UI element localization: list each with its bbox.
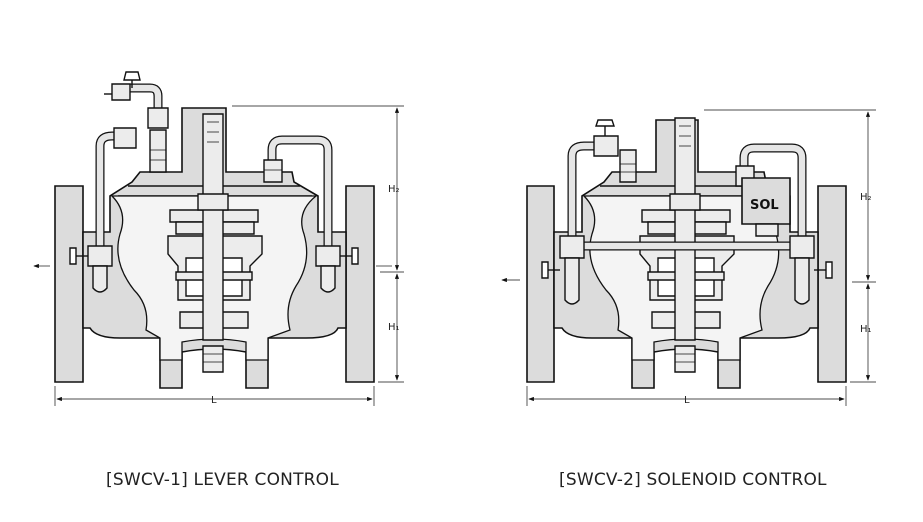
dimension-h2: H₂ — [704, 109, 876, 283]
solenoid-valve: SOL — [741, 177, 791, 237]
figure-swcv-1: H₂ H₁ L [SWCV-1] LEVER CONTROL — [0, 0, 440, 522]
valve-body — [553, 117, 819, 389]
control-piping-right — [567, 143, 807, 251]
control-piping-right — [263, 135, 333, 251]
valve-drawing-lever: H₂ H₁ L — [33, 71, 404, 406]
dimension-l: L — [54, 386, 375, 406]
h1-label: H₁ — [388, 322, 400, 333]
right-flange — [817, 185, 847, 383]
l-label: L — [211, 395, 217, 406]
needle-valve-right — [315, 245, 359, 293]
needle-valve-left — [69, 245, 113, 293]
dimension-l: L — [526, 386, 847, 406]
h2-label: H₂ — [860, 192, 872, 203]
solenoid-label: SOL — [750, 198, 779, 213]
control-piping-left — [95, 83, 169, 257]
right-flange — [345, 185, 375, 383]
valve-body — [82, 107, 347, 389]
lever-handle — [123, 71, 141, 88]
caption-swcv-1: [SWCV-1] LEVER CONTROL — [106, 470, 339, 490]
dimension-h1: H₁ — [378, 273, 404, 383]
needle-valve-right — [789, 235, 833, 305]
left-flange — [526, 185, 555, 383]
dimension-h2: H₂ — [232, 105, 404, 273]
h1-label: H₁ — [860, 324, 872, 335]
needle-valve-left — [541, 235, 585, 305]
control-piping-left — [567, 119, 637, 255]
dimension-h1: H₁ — [850, 283, 876, 383]
l-label: L — [684, 395, 690, 406]
valve-drawing-solenoid: SOL — [501, 109, 876, 406]
figure-swcv-2: SOL — [460, 0, 923, 522]
left-flange — [54, 185, 84, 383]
h2-label: H₂ — [388, 184, 400, 195]
caption-swcv-2: [SWCV-2] SOLENOID CONTROL — [559, 470, 827, 490]
